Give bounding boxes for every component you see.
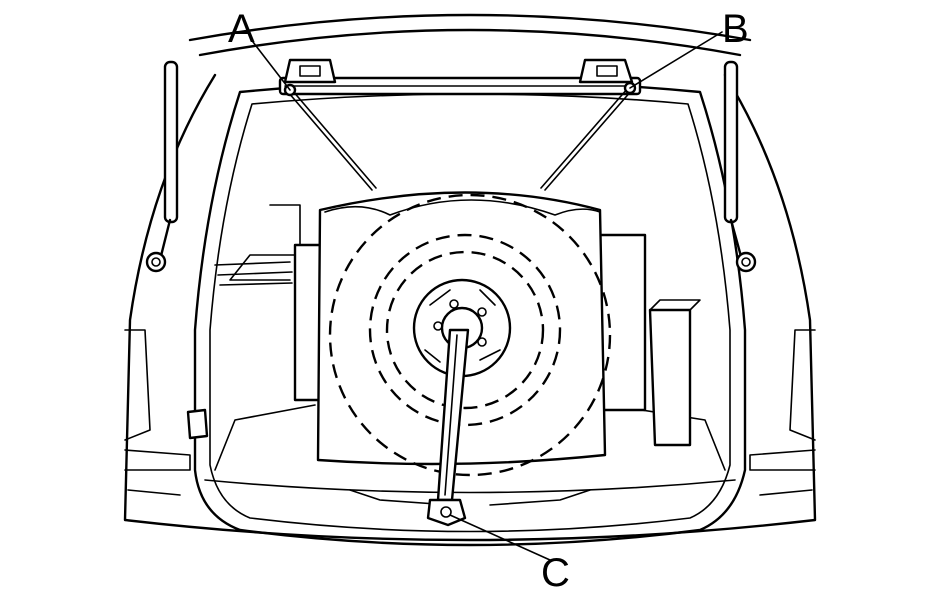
callout-label-c: C xyxy=(541,551,570,595)
cargo-area xyxy=(204,204,736,506)
floor-anchor-icon xyxy=(426,498,467,527)
retention-strap xyxy=(426,328,470,527)
leader-line-a xyxy=(252,41,291,91)
hinge-crossbar xyxy=(278,58,642,96)
leader-line-c xyxy=(449,514,551,561)
vehicle-body xyxy=(123,13,817,547)
leader-line-b xyxy=(629,31,723,89)
callout-label-a: A xyxy=(228,7,255,51)
callout-label-b: B xyxy=(722,7,749,51)
leader-lines xyxy=(252,31,723,561)
tie-down-cables xyxy=(283,81,637,191)
